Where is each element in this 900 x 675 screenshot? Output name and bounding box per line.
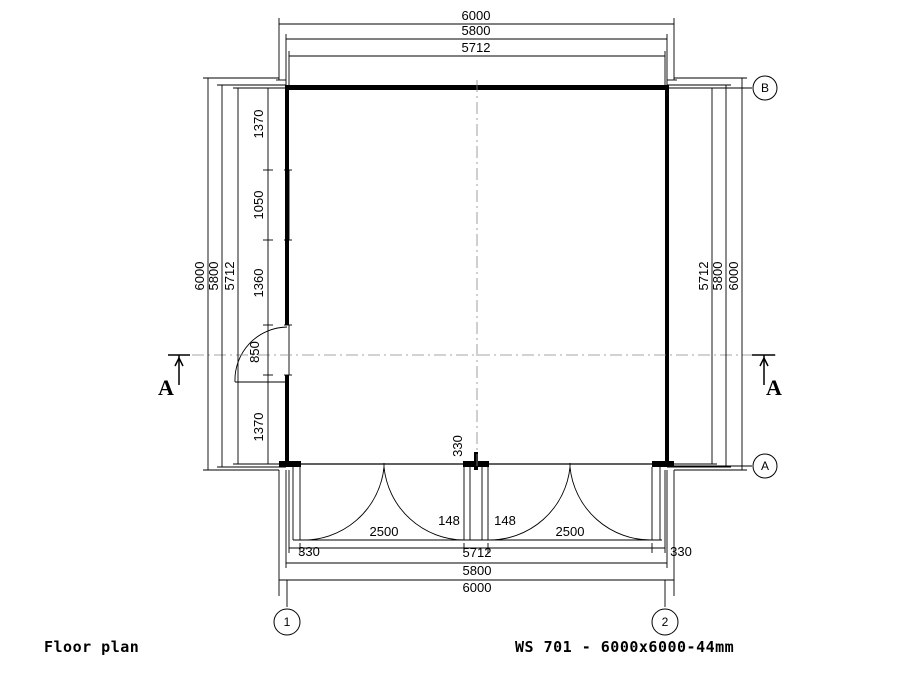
dim-right-5712: 5712 — [696, 262, 711, 291]
dim-top-5800: 5800 — [462, 23, 491, 38]
dim-left-seg-1360: 1360 — [251, 269, 266, 298]
dim-left-seg-1370-bottom: 1370 — [251, 413, 266, 442]
section-label-right: A — [766, 375, 782, 400]
section-label-left: A — [158, 375, 174, 400]
grid-label-a: A — [761, 459, 769, 473]
section-marker-left — [168, 354, 190, 385]
dim-bottom-5712: 5712 — [463, 545, 492, 560]
grid-circle-a — [752, 453, 778, 479]
dim-right-5800: 5800 — [710, 262, 725, 291]
right-dimensions — [665, 77, 747, 471]
bottom-dimensions — [278, 470, 675, 607]
grid-circle-1 — [273, 608, 301, 636]
dim-left-seg-850: 850 — [247, 341, 262, 363]
dim-bottom-5800: 5800 — [463, 563, 492, 578]
grid-label-1: 1 — [284, 615, 291, 629]
dimension-labels: 6000 5800 5712 6000 5800 5712 1370 1050 … — [192, 8, 741, 595]
grid-circle-b — [752, 75, 778, 101]
grid-label-2: 2 — [662, 615, 669, 629]
porch-canopy — [292, 463, 662, 541]
grid-label-b: B — [761, 81, 769, 95]
dim-bottom-148-left: 148 — [438, 513, 460, 528]
drawing-caption-left: Floor plan — [44, 638, 140, 656]
dim-top-5712: 5712 — [462, 40, 491, 55]
dim-bottom-2500-left: 2500 — [370, 524, 399, 539]
centre-axes — [170, 80, 780, 470]
dim-bottom-2500-right: 2500 — [556, 524, 585, 539]
dim-bottom-330-left: 330 — [298, 544, 320, 559]
section-marker-right — [752, 354, 775, 385]
dim-left-5712: 5712 — [222, 262, 237, 291]
top-dimensions — [276, 18, 677, 85]
grid-labels: B A 1 2 — [284, 81, 769, 629]
section-labels: A A — [158, 375, 782, 400]
dim-bottom-148-right: 148 — [494, 513, 516, 528]
dim-left-seg-1050: 1050 — [251, 191, 266, 220]
walls — [279, 85, 674, 470]
drawing-caption-right: WS 701 - 6000x6000-44mm — [515, 638, 735, 656]
grid-circle-2 — [651, 608, 679, 636]
left-wall-openings — [234, 169, 292, 383]
dim-left-5800: 5800 — [206, 262, 221, 291]
grid-leaders — [674, 87, 752, 467]
dim-post-330: 330 — [450, 435, 465, 457]
dim-right-6000: 6000 — [726, 262, 741, 291]
dim-top-6000: 6000 — [462, 8, 491, 23]
left-dimensions — [203, 77, 289, 471]
dim-left-6000: 6000 — [192, 262, 207, 291]
dim-left-seg-1370-top: 1370 — [251, 110, 266, 139]
dim-bottom-330-right: 330 — [670, 544, 692, 559]
dim-bottom-6000: 6000 — [463, 580, 492, 595]
